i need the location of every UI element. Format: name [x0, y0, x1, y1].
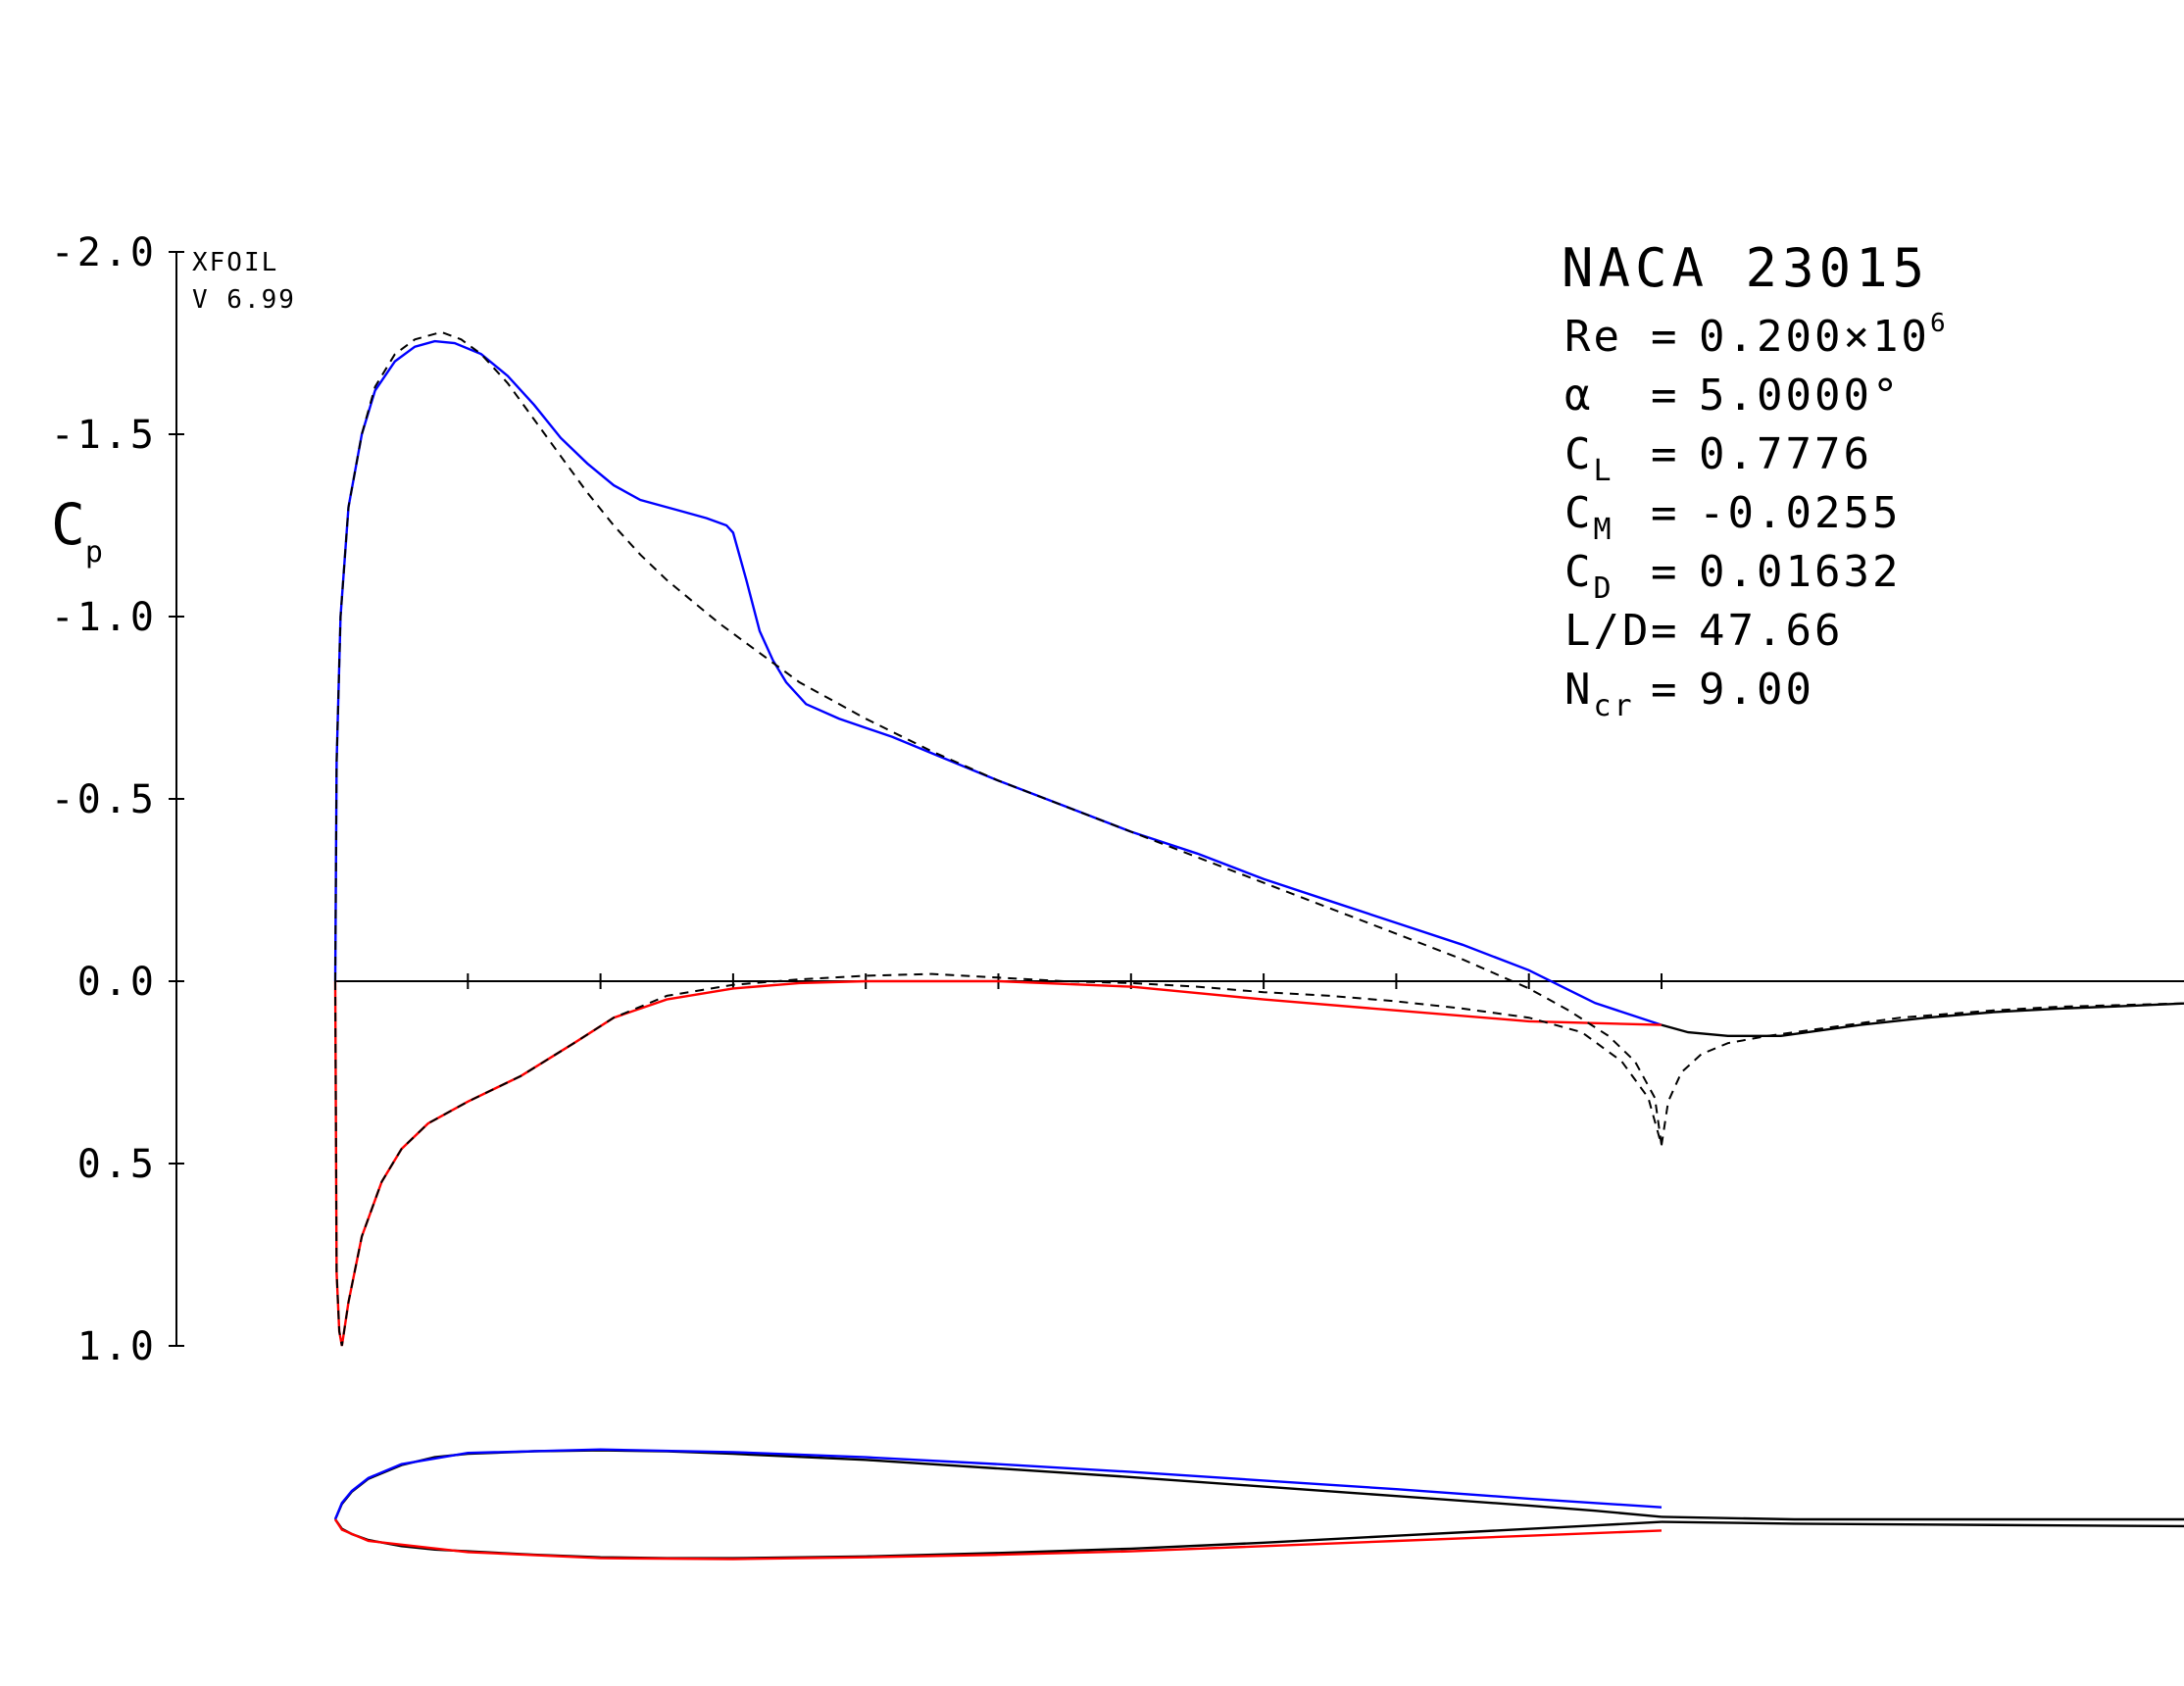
cm-value: -0.0255: [1699, 488, 1901, 538]
ld-label: L/D: [1564, 606, 1651, 656]
chart-title: NACA 23015: [1562, 237, 1929, 299]
cm-eq: =: [1651, 488, 1680, 538]
y-tick-label: 1.0: [77, 1324, 157, 1369]
airfoil-bl-upper: [333, 1448, 1663, 1520]
cp-series: [333, 330, 2184, 1347]
re-times: ×10: [1843, 312, 1929, 362]
cl-eq: =: [1651, 429, 1680, 479]
program-name: XFOIL: [192, 248, 278, 277]
series-wake-viscous: [1661, 1002, 2184, 1037]
cm-base: C: [1564, 488, 1594, 538]
cd-value: 0.01632: [1699, 547, 1901, 597]
y-tick-label: -1.0: [51, 595, 157, 640]
cm-sub: M: [1594, 513, 1614, 547]
cl-value: 0.7776: [1699, 429, 1872, 479]
cm-label: CM: [1564, 488, 1614, 547]
cd-sub: D: [1594, 571, 1614, 606]
ncr-eq: =: [1651, 665, 1680, 715]
cd-base: C: [1564, 547, 1594, 597]
y-ticks: -2.0 -1.5 -1.0 -0.5 0.0 0.5 1.0: [51, 230, 184, 1369]
results-block: Re = 0.200×106 α = 5.0000° CL = 0.7776 C…: [1564, 309, 1949, 723]
series-wake-inviscid: [1661, 1002, 2184, 1146]
re-label: Re: [1564, 312, 1622, 362]
cd-label: CD: [1564, 547, 1614, 606]
y-axis-label: Cp: [51, 491, 103, 570]
y-axis-label-sub: p: [85, 535, 103, 570]
cd-eq: =: [1651, 547, 1680, 597]
program-version: V 6.99: [192, 285, 296, 315]
re-value: 0.200×106: [1699, 309, 1949, 362]
ld-value: 47.66: [1699, 606, 1843, 656]
airfoil-wake-lower: [1661, 1520, 2184, 1528]
series-upper-viscous: [333, 339, 1663, 1026]
re-mantissa: 0.200: [1699, 312, 1843, 362]
alpha-value: 5.0000°: [1699, 371, 1901, 421]
cl-sub: L: [1594, 454, 1614, 488]
ncr-value: 9.00: [1699, 665, 1814, 715]
airfoil-bl-lower: [333, 1518, 1663, 1561]
series-lower-inviscid: [334, 972, 1663, 1347]
y-tick-label: -1.5: [51, 413, 157, 458]
y-tick-label: 0.5: [77, 1142, 157, 1187]
cl-label: CL: [1564, 429, 1614, 488]
alpha-label: α: [1564, 371, 1594, 421]
airfoil-geometry: [333, 1448, 2184, 1561]
re-exponent: 6: [1930, 309, 1949, 338]
y-axis-label-base: C: [51, 491, 85, 558]
alpha-eq: =: [1651, 371, 1680, 421]
y-tick-label: -0.5: [51, 777, 157, 822]
cl-base: C: [1564, 429, 1594, 479]
y-tick-label: -2.0: [51, 230, 157, 275]
ncr-sub: cr: [1594, 689, 1635, 723]
y-tick-label: 0.0: [77, 960, 157, 1005]
ld-eq: =: [1651, 606, 1680, 656]
airfoil-wake-upper: [1661, 1515, 2184, 1521]
ncr-label: Ncr: [1564, 665, 1635, 723]
re-eq: =: [1651, 312, 1680, 362]
ncr-base: N: [1564, 665, 1594, 715]
series-upper-inviscid: [334, 330, 1663, 1146]
